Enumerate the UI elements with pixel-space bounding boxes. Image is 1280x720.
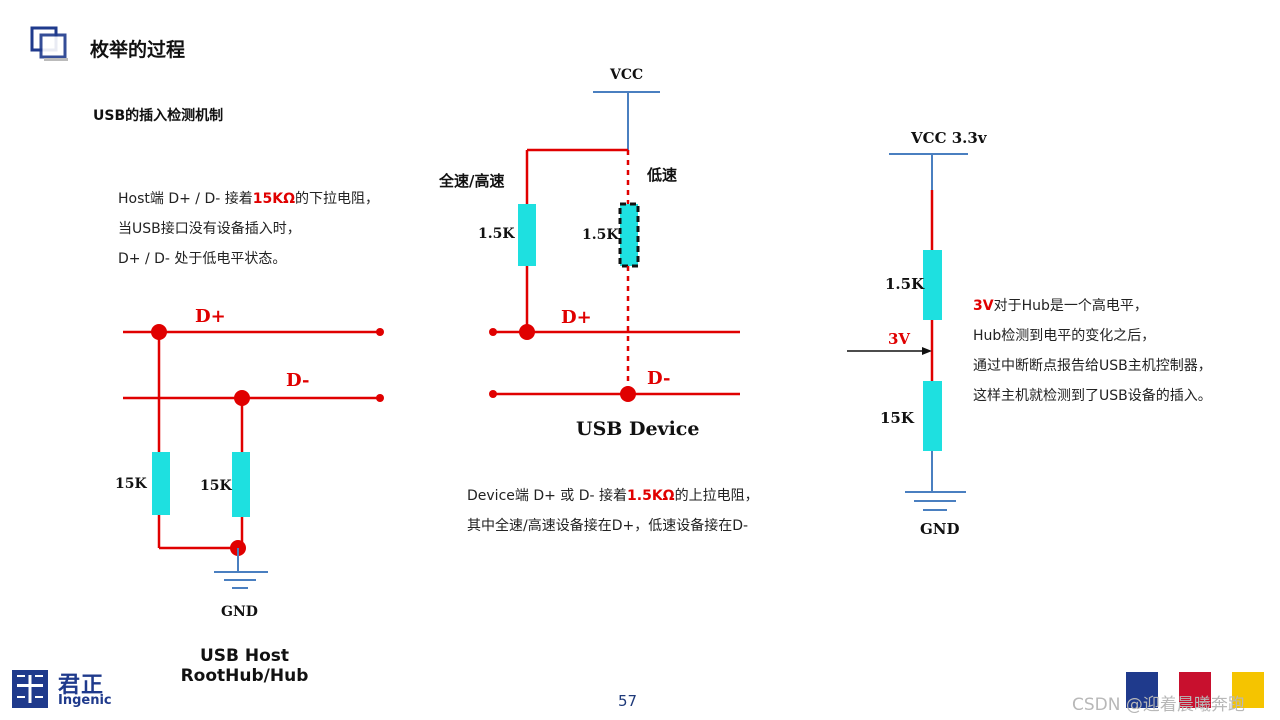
device-dminus-label: D- [647,368,671,389]
device-dplus-node [519,324,535,340]
host-resistor-1 [152,452,170,515]
host-dminus-node [234,390,250,406]
overlapping-squares-icon [30,26,68,61]
hub-description: 3V对于Hub是一个高电平， Hub检测到电平的变化之后， 通过中断断点报告给U… [973,298,1212,404]
host-dminus-label: D- [286,370,310,391]
host-dplus-node [151,324,167,340]
host-dplus-end [376,328,384,336]
host-description: Host端 D+ / D- 接着15KΩ的下拉电阻， 当USB接口没有设备插入时… [118,191,379,267]
divider-resistor-bottom [923,381,942,451]
ingenic-logo-mark [12,670,48,708]
divider-node-label: 3V [888,330,911,348]
divider-resistor-top [923,250,942,320]
device-fullspeed-label: 全速/高速 [439,172,505,190]
divider-rbottom-label: 15K [880,409,914,427]
divider-vcc-label: VCC 3.3v [911,129,987,147]
device-resistor-fullspeed [518,204,536,266]
device-caption: USB Device [576,418,700,440]
device-circuit [489,91,740,402]
host-r1-label: 15K [115,476,147,492]
page-number: 57 [618,692,638,710]
logo-chinese-name: 君正 [58,673,105,698]
device-vcc-label: VCC [610,67,644,83]
host-circuit [123,324,384,589]
device-dminus-node [620,386,636,402]
device-resistor-lowspeed [618,202,640,268]
device-description: Device端 D+ 或 D- 接着1.5KΩ的上拉电阻， 其中全速/高速设备接… [467,488,759,534]
host-gnd-node [230,540,246,556]
device-lowspeed-label: 低速 [647,166,678,184]
host-r2-label: 15K [200,478,232,494]
divider-gnd-label: GND [920,520,960,538]
host-dplus-label: D+ [195,306,226,327]
page-title: 枚举的过程 [90,39,186,61]
host-dminus-end [376,394,384,402]
section-subtitle: USB的插入检测机制 [93,108,224,124]
host-resistor-2 [232,452,250,517]
device-r2-label: 1.5K [582,227,619,243]
host-gnd-label: GND [221,604,258,620]
host-caption: USB Host RootHub/Hub [180,646,309,686]
logo-english-name: Ingenic [58,693,112,708]
divider-rtop-label: 1.5K [885,275,925,293]
watermark: CSDN @迎着晨曦奔跑 [1072,695,1245,715]
device-r1-label: 1.5K [478,226,515,242]
device-dplus-label: D+ [561,307,592,328]
